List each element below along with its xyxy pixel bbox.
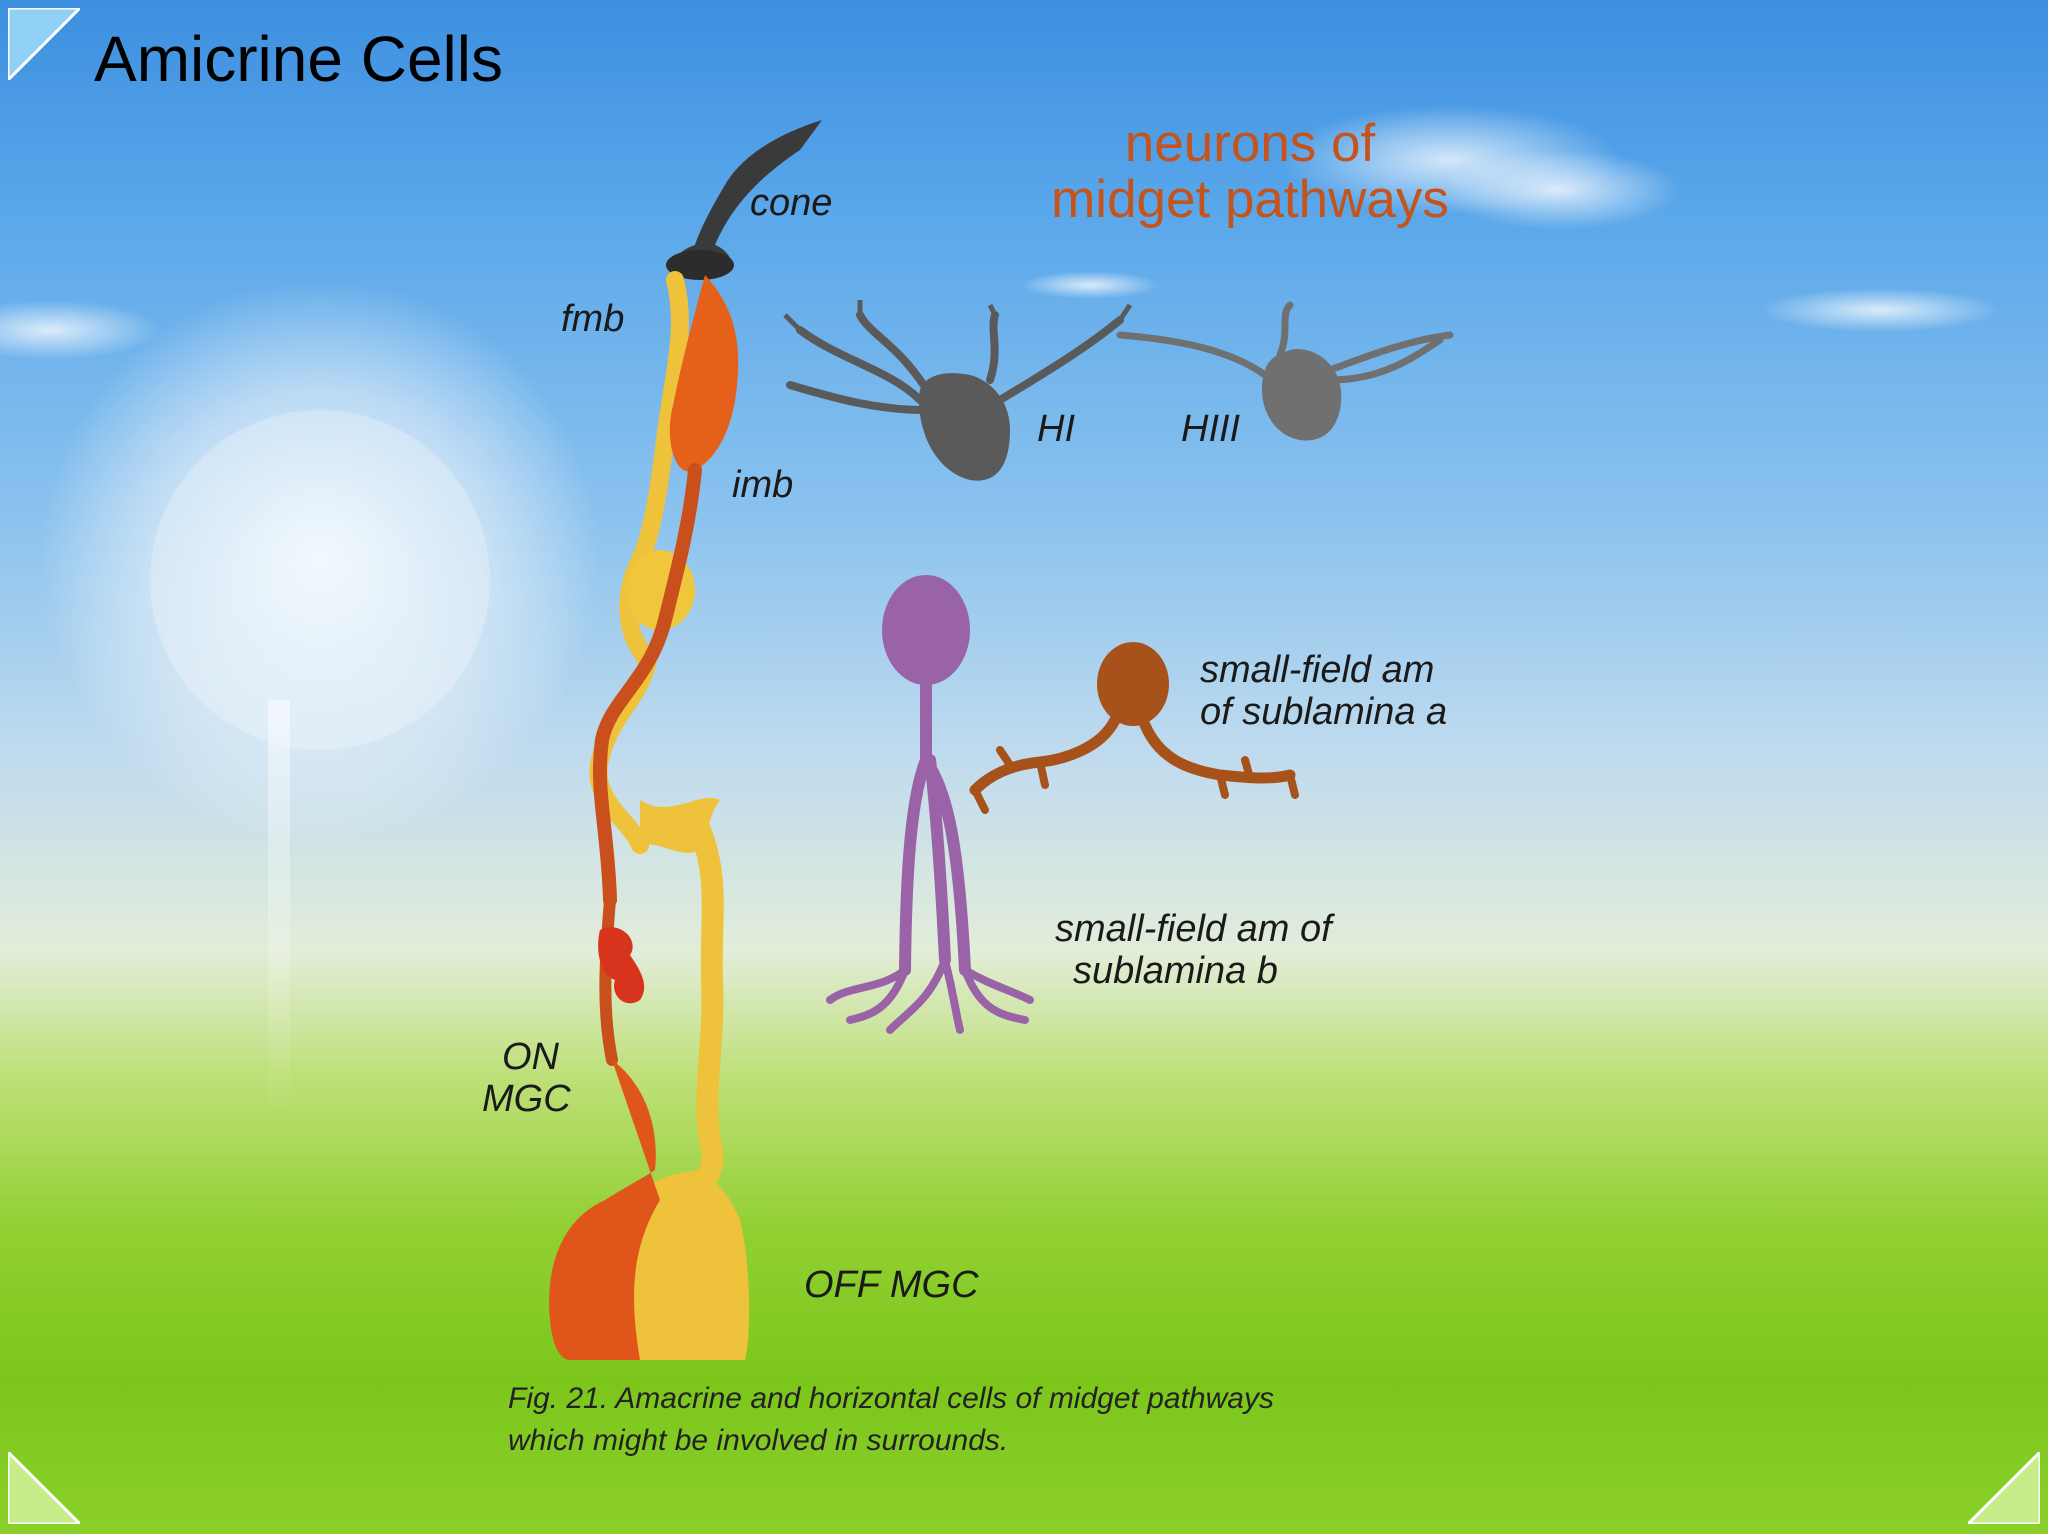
label-on-mgc-line-1: ON — [482, 1036, 571, 1078]
label-amacrine-a-line-1: small-field am — [1200, 649, 1447, 691]
label-amacrine-a: small-field am of sublamina a — [1200, 649, 1447, 733]
label-off-mgc: OFF MGC — [804, 1264, 979, 1306]
caption-line-1: Fig. 21. Amacrine and horizontal cells o… — [508, 1378, 1274, 1420]
label-amacrine-b-line-1: small-field am of — [1055, 908, 1332, 950]
horizontal-cell-hiii — [1120, 305, 1450, 440]
diagram-heading: neurons of midget pathways — [990, 116, 1510, 228]
label-amacrine-b: small-field am of sublamina b — [1055, 908, 1332, 992]
label-on-mgc: ON MGC — [482, 1036, 571, 1120]
amacrine-sublamina-b — [830, 575, 1030, 1030]
label-on-mgc-line-2: MGC — [482, 1078, 571, 1120]
label-amacrine-b-line-2: sublamina b — [1055, 950, 1332, 992]
heading-line-2: midget pathways — [990, 172, 1510, 228]
label-hiii: HIII — [1181, 408, 1240, 450]
caption-line-2: which might be involved in surrounds. — [508, 1420, 1274, 1462]
horizontal-cell-hi — [785, 300, 1130, 481]
heading-line-1: neurons of — [990, 116, 1510, 172]
label-hi: HI — [1037, 408, 1075, 450]
label-cone: cone — [750, 182, 832, 224]
label-imb: imb — [732, 464, 793, 506]
label-amacrine-a-line-2: of sublamina a — [1200, 691, 1447, 733]
figure-caption: Fig. 21. Amacrine and horizontal cells o… — [508, 1378, 1274, 1462]
label-fmb: fmb — [561, 298, 624, 340]
